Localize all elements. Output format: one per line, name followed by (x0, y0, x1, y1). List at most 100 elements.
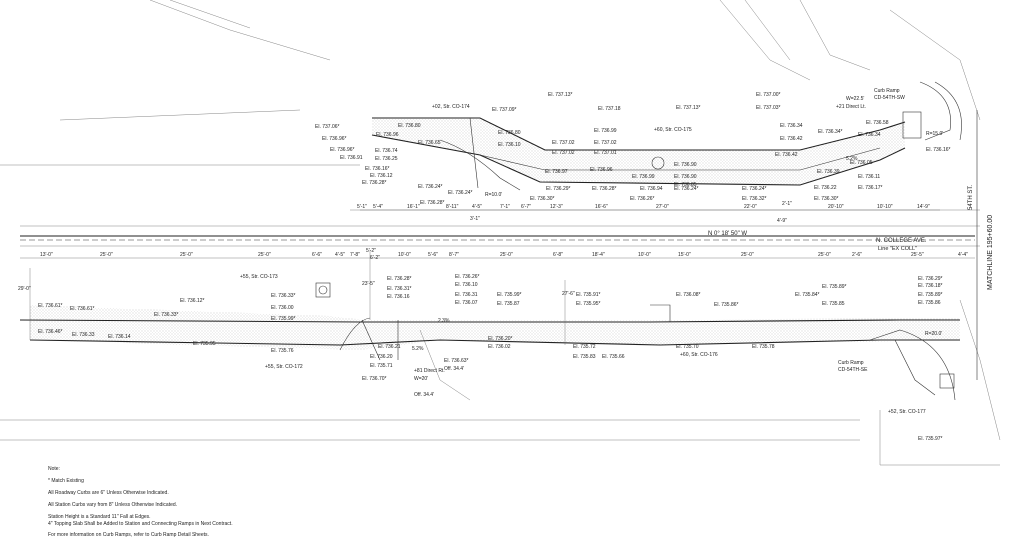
dimension-label: 13'-0" (40, 252, 53, 258)
elevation-label: El. 736.65 (418, 140, 441, 146)
elevation-label: El. 735.83 (573, 354, 596, 360)
elevation-label: El. 736.20 (370, 354, 393, 360)
elevation-label: El. 735.99* (271, 316, 296, 322)
elevation-label: El. 736.14 (108, 334, 131, 340)
dimension-label: 6'-2" (370, 255, 380, 261)
elevation-label: El. 736.99 (632, 174, 655, 180)
dimension-label: 7'-1" (500, 204, 510, 210)
elevation-label: El. 736.28* (420, 200, 445, 206)
upper-labels: El. 737.06*El. 736.96*El. 736.96*El. 736… (315, 88, 951, 224)
elevation-label: El. 736.24* (448, 190, 473, 196)
elevation-label: El. 736.46* (38, 329, 63, 335)
elevation-label: El. 736.16* (365, 166, 390, 172)
dimension-label: 27'-0" (656, 204, 669, 210)
callout-label: 27'-6" (562, 291, 575, 297)
elevation-label: El. 736.99 (594, 128, 617, 134)
elevation-label: El. 737.00* (756, 92, 781, 98)
callout-label: +81 Direct Rt. (414, 368, 445, 374)
elevation-label: El. 735.70 (676, 344, 699, 350)
dimension-label: 6'-6" (312, 252, 322, 258)
elevation-label: El. 736.42 (775, 152, 798, 158)
elevation-label: El. 736.96* (322, 136, 347, 142)
dimension-label: 5'-4" (373, 204, 383, 210)
callout-label: Off. 34.4' (414, 392, 434, 398)
elevation-label: El. 736.29* (918, 276, 943, 282)
elevation-label: El. 737.13* (548, 92, 573, 98)
callout-label: 23'-5" (362, 281, 375, 287)
line-label: Line "EX COLL" (878, 246, 917, 252)
elevation-label: El. 736.34 (858, 132, 881, 138)
callout-label: 2.3% (438, 318, 450, 324)
elevation-label: El. 736.28* (592, 186, 617, 192)
elevation-label: El. 735.85 (822, 301, 845, 307)
elevation-label: El. 736.90 (674, 162, 697, 168)
elevation-label: El. 736.25 (375, 156, 398, 162)
elevation-label: El. 736.63* (444, 358, 469, 364)
dimension-label: 25'-0" (258, 252, 271, 258)
centerline (20, 235, 975, 241)
elevation-label: El. 736.17* (858, 185, 883, 191)
dimension-label: 3'-1" (470, 216, 480, 222)
elevation-label: El. 735.72 (573, 344, 596, 350)
lower-platform (19, 282, 960, 401)
dimension-lines (20, 209, 975, 345)
elevation-label: El. 735.71 (370, 363, 393, 369)
elevation-label: El. 737.02 (552, 150, 575, 156)
elevation-label: El. 736.42 (780, 136, 803, 142)
street-name: N. COLLEGE AVE. (876, 238, 927, 244)
elevation-label: El. 737.18 (598, 106, 621, 112)
elevation-label: El. 736.70* (362, 376, 387, 382)
elevation-label: El. 736.30* (814, 196, 839, 202)
elevation-label: El. 736.20* (488, 336, 513, 342)
dimension-label: 20'-10" (828, 204, 844, 210)
callout-label: +55, Str. CO-173 (240, 274, 278, 280)
elevation-label: El. 735.86* (714, 302, 739, 308)
elevation-label: El. 735.86 (918, 300, 941, 306)
bearing-label: N 0° 18' 50" W (708, 231, 747, 237)
elevation-label: El. 736.96 (590, 167, 613, 173)
elevation-label: El. 736.32* (742, 196, 767, 202)
elevation-label: El. 736.16 (387, 294, 410, 300)
dimension-label: 5'-2" (366, 248, 376, 254)
callout-label: CD-54TH-SW (874, 95, 905, 101)
dimension-label: 25'-0" (741, 252, 754, 258)
callout-label: 5.2% (412, 346, 424, 352)
elevation-label: El. 736.26* (630, 196, 655, 202)
callout-label: W=20' (414, 376, 428, 382)
callout-label: Curb Ramp (838, 360, 864, 366)
callout-label: +55, Str. CO-172 (265, 364, 303, 370)
elevation-label: El. 737.02 (552, 140, 575, 146)
dimension-label: 8'-11" (446, 204, 459, 210)
elevation-label: El. 736.34 (780, 123, 803, 129)
elevation-label: El. 736.74 (375, 148, 398, 154)
callout-label: Curb Ramp (874, 88, 900, 94)
matchline-label: MATCHLINE 195+60.00 (987, 215, 994, 290)
dimension-label: 4'-9" (777, 218, 787, 224)
callout-label: +52, Str. CO-177 (888, 409, 926, 415)
elevation-label: El. 736.30* (530, 196, 555, 202)
callout-label: R=15.0' (926, 131, 943, 137)
note-line: Station Height is a Standard 11" Fall at… (48, 514, 151, 520)
elevation-label: El. 735.91* (576, 292, 601, 298)
elevation-label: El. 736.85 (674, 182, 697, 188)
elevation-label: El. 736.07 (455, 300, 478, 306)
elevation-label: El. 736.80 (498, 130, 521, 136)
callout-label: +21 Direct Lt. (836, 104, 866, 110)
elevation-label: El. 736.10 (498, 142, 521, 148)
elevation-label: El. 736.08* (676, 292, 701, 298)
elevation-label: El. 737.09* (492, 107, 517, 113)
elevation-label: El. 735.89* (822, 284, 847, 290)
dimension-label: 15'-0" (678, 252, 691, 258)
dimension-label: 12'-3" (550, 204, 563, 210)
elevation-label: El. 736.61* (38, 303, 63, 309)
elevation-label: El. 736.29* (546, 186, 571, 192)
elevation-label: El. 735.76 (271, 348, 294, 354)
dimension-label: 8'-7" (449, 252, 459, 258)
elevation-label: El. 735.95* (576, 301, 601, 307)
dimension-label: 6'-7" (521, 204, 531, 210)
elevation-label: El. 735.78 (752, 344, 775, 350)
dimension-label: 16'-1" (407, 204, 420, 210)
elevation-label: El. 736.90 (674, 174, 697, 180)
elevation-label: El. 736.24* (674, 186, 699, 192)
elevation-label: El. 736.97 (545, 169, 568, 175)
